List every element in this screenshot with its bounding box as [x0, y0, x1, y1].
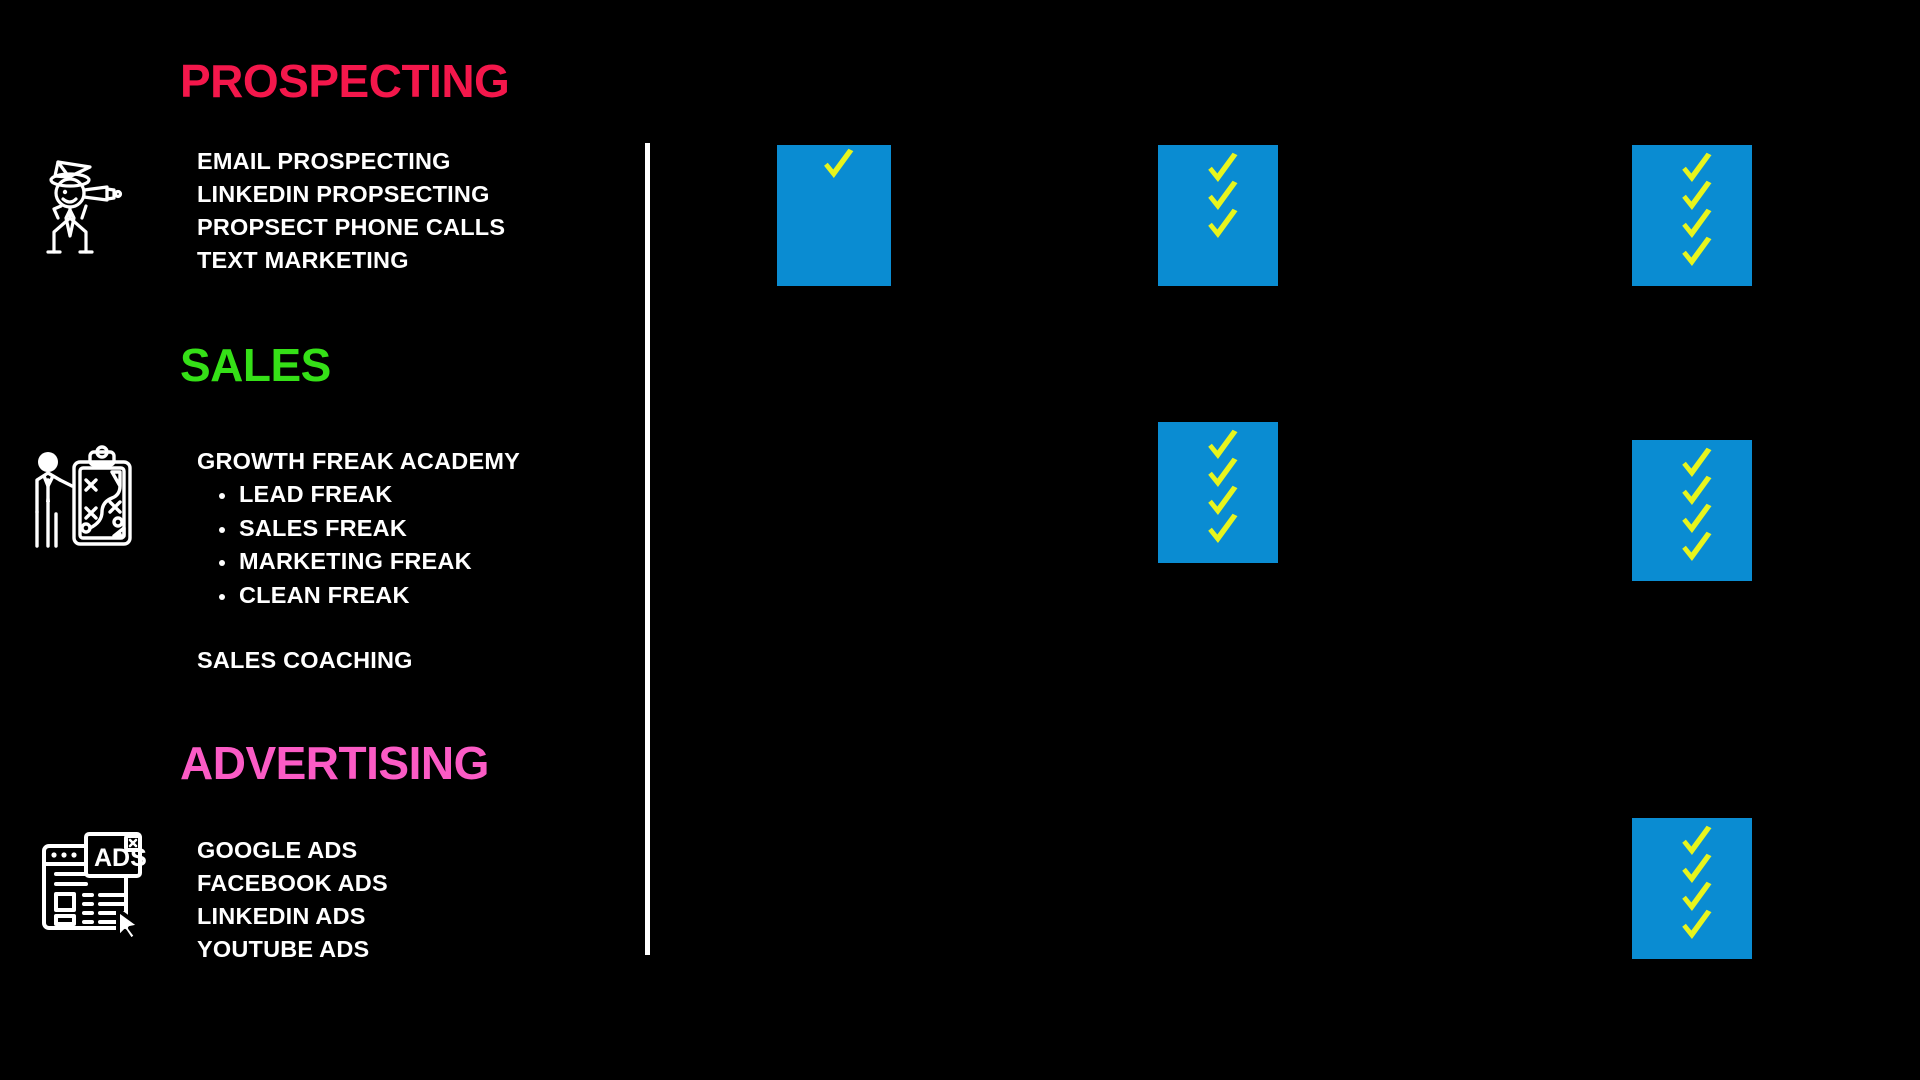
checkmark-group	[824, 148, 854, 178]
strategy-clipboard-icon	[22, 440, 142, 560]
checkmark-icon	[1682, 825, 1712, 855]
section-heading-sales: SALES	[180, 339, 331, 391]
service-list-sales: GROWTH FREAK ACADEMY LEAD FREAK SALES FR…	[197, 445, 520, 677]
list-item: PROPSECT PHONE CALLS	[197, 214, 506, 240]
service-list-advertising: GOOGLE ADS FACEBOOK ADS LINKEDIN ADS YOU…	[197, 834, 388, 966]
checkmark-group	[1682, 152, 1712, 266]
check-card	[1632, 145, 1752, 286]
checkmark-group	[1682, 447, 1712, 561]
checkmark-group	[1682, 825, 1712, 939]
list-item: LINKEDIN ADS	[197, 903, 366, 929]
check-card	[1158, 422, 1278, 563]
checkmark-icon	[1682, 180, 1712, 210]
checkmark-icon	[1208, 513, 1238, 543]
checkmark-icon	[1682, 853, 1712, 883]
checkmark-icon	[1208, 152, 1238, 182]
services-column: PROSPECTING EMAIL PROSPECTING LINKEDIN P…	[0, 0, 648, 1080]
list-item: GROWTH FREAK ACADEMY	[197, 448, 520, 474]
check-card	[777, 145, 891, 286]
check-card	[1158, 145, 1278, 286]
check-card	[1632, 818, 1752, 959]
list-item: LINKEDIN PROPSECTING	[197, 181, 490, 207]
checkmark-icon	[824, 148, 854, 178]
vertical-divider	[645, 143, 650, 955]
checkmark-icon	[1682, 208, 1712, 238]
ads-browser-cursor-icon: ADS	[32, 822, 152, 942]
checkmark-group	[1208, 152, 1238, 238]
section-heading-advertising: ADVERTISING	[180, 737, 489, 789]
list-item: LEAD FREAK	[197, 478, 520, 512]
checkmark-icon	[1682, 531, 1712, 561]
check-card	[1632, 440, 1752, 581]
checkmark-icon	[1682, 909, 1712, 939]
service-list-prospecting: EMAIL PROSPECTING LINKEDIN PROPSECTING P…	[197, 145, 505, 277]
checkmark-icon	[1682, 475, 1712, 505]
list-item: CLEAN FREAK	[197, 579, 520, 613]
list-item: SALES COACHING	[197, 647, 413, 673]
list-item: FACEBOOK ADS	[197, 870, 388, 896]
list-item: GOOGLE ADS	[197, 837, 358, 863]
list-item: TEXT MARKETING	[197, 247, 409, 273]
checkmark-icon	[1208, 457, 1238, 487]
checkmark-icon	[1208, 208, 1238, 238]
checkmark-icon	[1682, 503, 1712, 533]
section-heading-prospecting: PROSPECTING	[180, 55, 510, 107]
checkmark-icon	[1208, 429, 1238, 459]
checkmark-icon	[1682, 236, 1712, 266]
list-item: YOUTUBE ADS	[197, 936, 370, 962]
checkmark-icon	[1682, 447, 1712, 477]
checkmark-group	[1208, 429, 1238, 543]
list-item: MARKETING FREAK	[197, 545, 520, 579]
checkmark-icon	[1682, 881, 1712, 911]
list-item: SALES FREAK	[197, 512, 520, 546]
spyglass-businessman-icon	[28, 140, 148, 260]
list-item: EMAIL PROSPECTING	[197, 148, 451, 174]
checkmark-icon	[1208, 180, 1238, 210]
checkmark-icon	[1208, 485, 1238, 515]
checkmark-icon	[1682, 152, 1712, 182]
